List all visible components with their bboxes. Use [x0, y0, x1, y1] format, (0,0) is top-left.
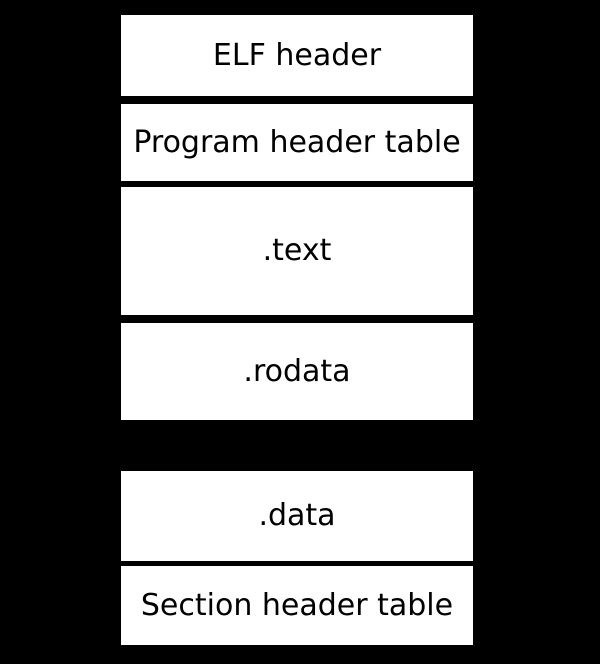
section-header-table-label: Section header table — [140, 587, 454, 623]
diagram-box-rodata-section: .rodata — [121, 323, 473, 420]
elf-header-label: ELF header — [212, 37, 382, 73]
data-section-label: .data — [258, 498, 336, 533]
rodata-section-label: .rodata — [243, 353, 351, 389]
diagram-box-elf-header: ELF header — [121, 15, 473, 96]
diagram-box-section-header-table: Section header table — [121, 566, 473, 645]
diagram-box-text-section: .text — [121, 187, 473, 315]
text-section-label: .text — [262, 233, 332, 268]
diagram-box-data-section: .data — [121, 471, 473, 561]
diagram-box-program-header-table: Program header table — [121, 104, 473, 181]
program-header-table-label: Program header table — [133, 124, 461, 160]
